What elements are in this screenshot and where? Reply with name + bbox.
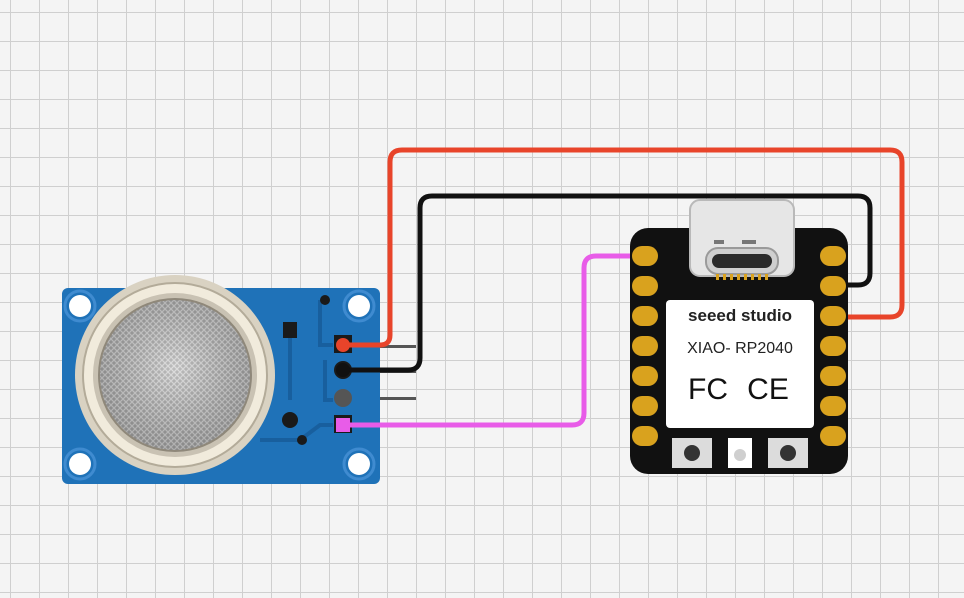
model-label: XIAO- RP2040: [687, 340, 793, 357]
rgb-led: [728, 438, 752, 468]
signal-wire-endpoint[interactable]: [336, 418, 350, 432]
sensor-housing: [75, 275, 275, 475]
brand-label: seeed studio: [688, 306, 792, 325]
fcc-logo-icon: FC: [688, 373, 728, 406]
mounting-holes: [63, 289, 376, 481]
sensor-pad: [283, 322, 297, 338]
vcc-wire-endpoint[interactable]: [336, 338, 350, 352]
reset-button[interactable]: [672, 438, 712, 468]
xiao-left-pads: [632, 246, 658, 446]
sensor-via: [297, 435, 307, 445]
boot-button[interactable]: [768, 438, 808, 468]
gas-sensor-module[interactable]: [62, 275, 416, 484]
gnd-wire[interactable]: [343, 193, 873, 373]
sensor-via: [282, 412, 298, 428]
xiao-right-pads: [820, 246, 846, 446]
gnd-wire-endpoint[interactable]: [336, 363, 350, 377]
sensor-via: [320, 295, 330, 305]
xiao-shield: [666, 300, 814, 428]
signal-wire[interactable]: [343, 253, 645, 428]
vcc-wire[interactable]: [343, 147, 905, 348]
ce-logo-icon: CE: [747, 373, 789, 406]
xiao-rp2040-board[interactable]: seeed studio XIAO- RP2040 FC CE: [630, 199, 848, 474]
usb-c-connector-icon: [689, 199, 795, 280]
